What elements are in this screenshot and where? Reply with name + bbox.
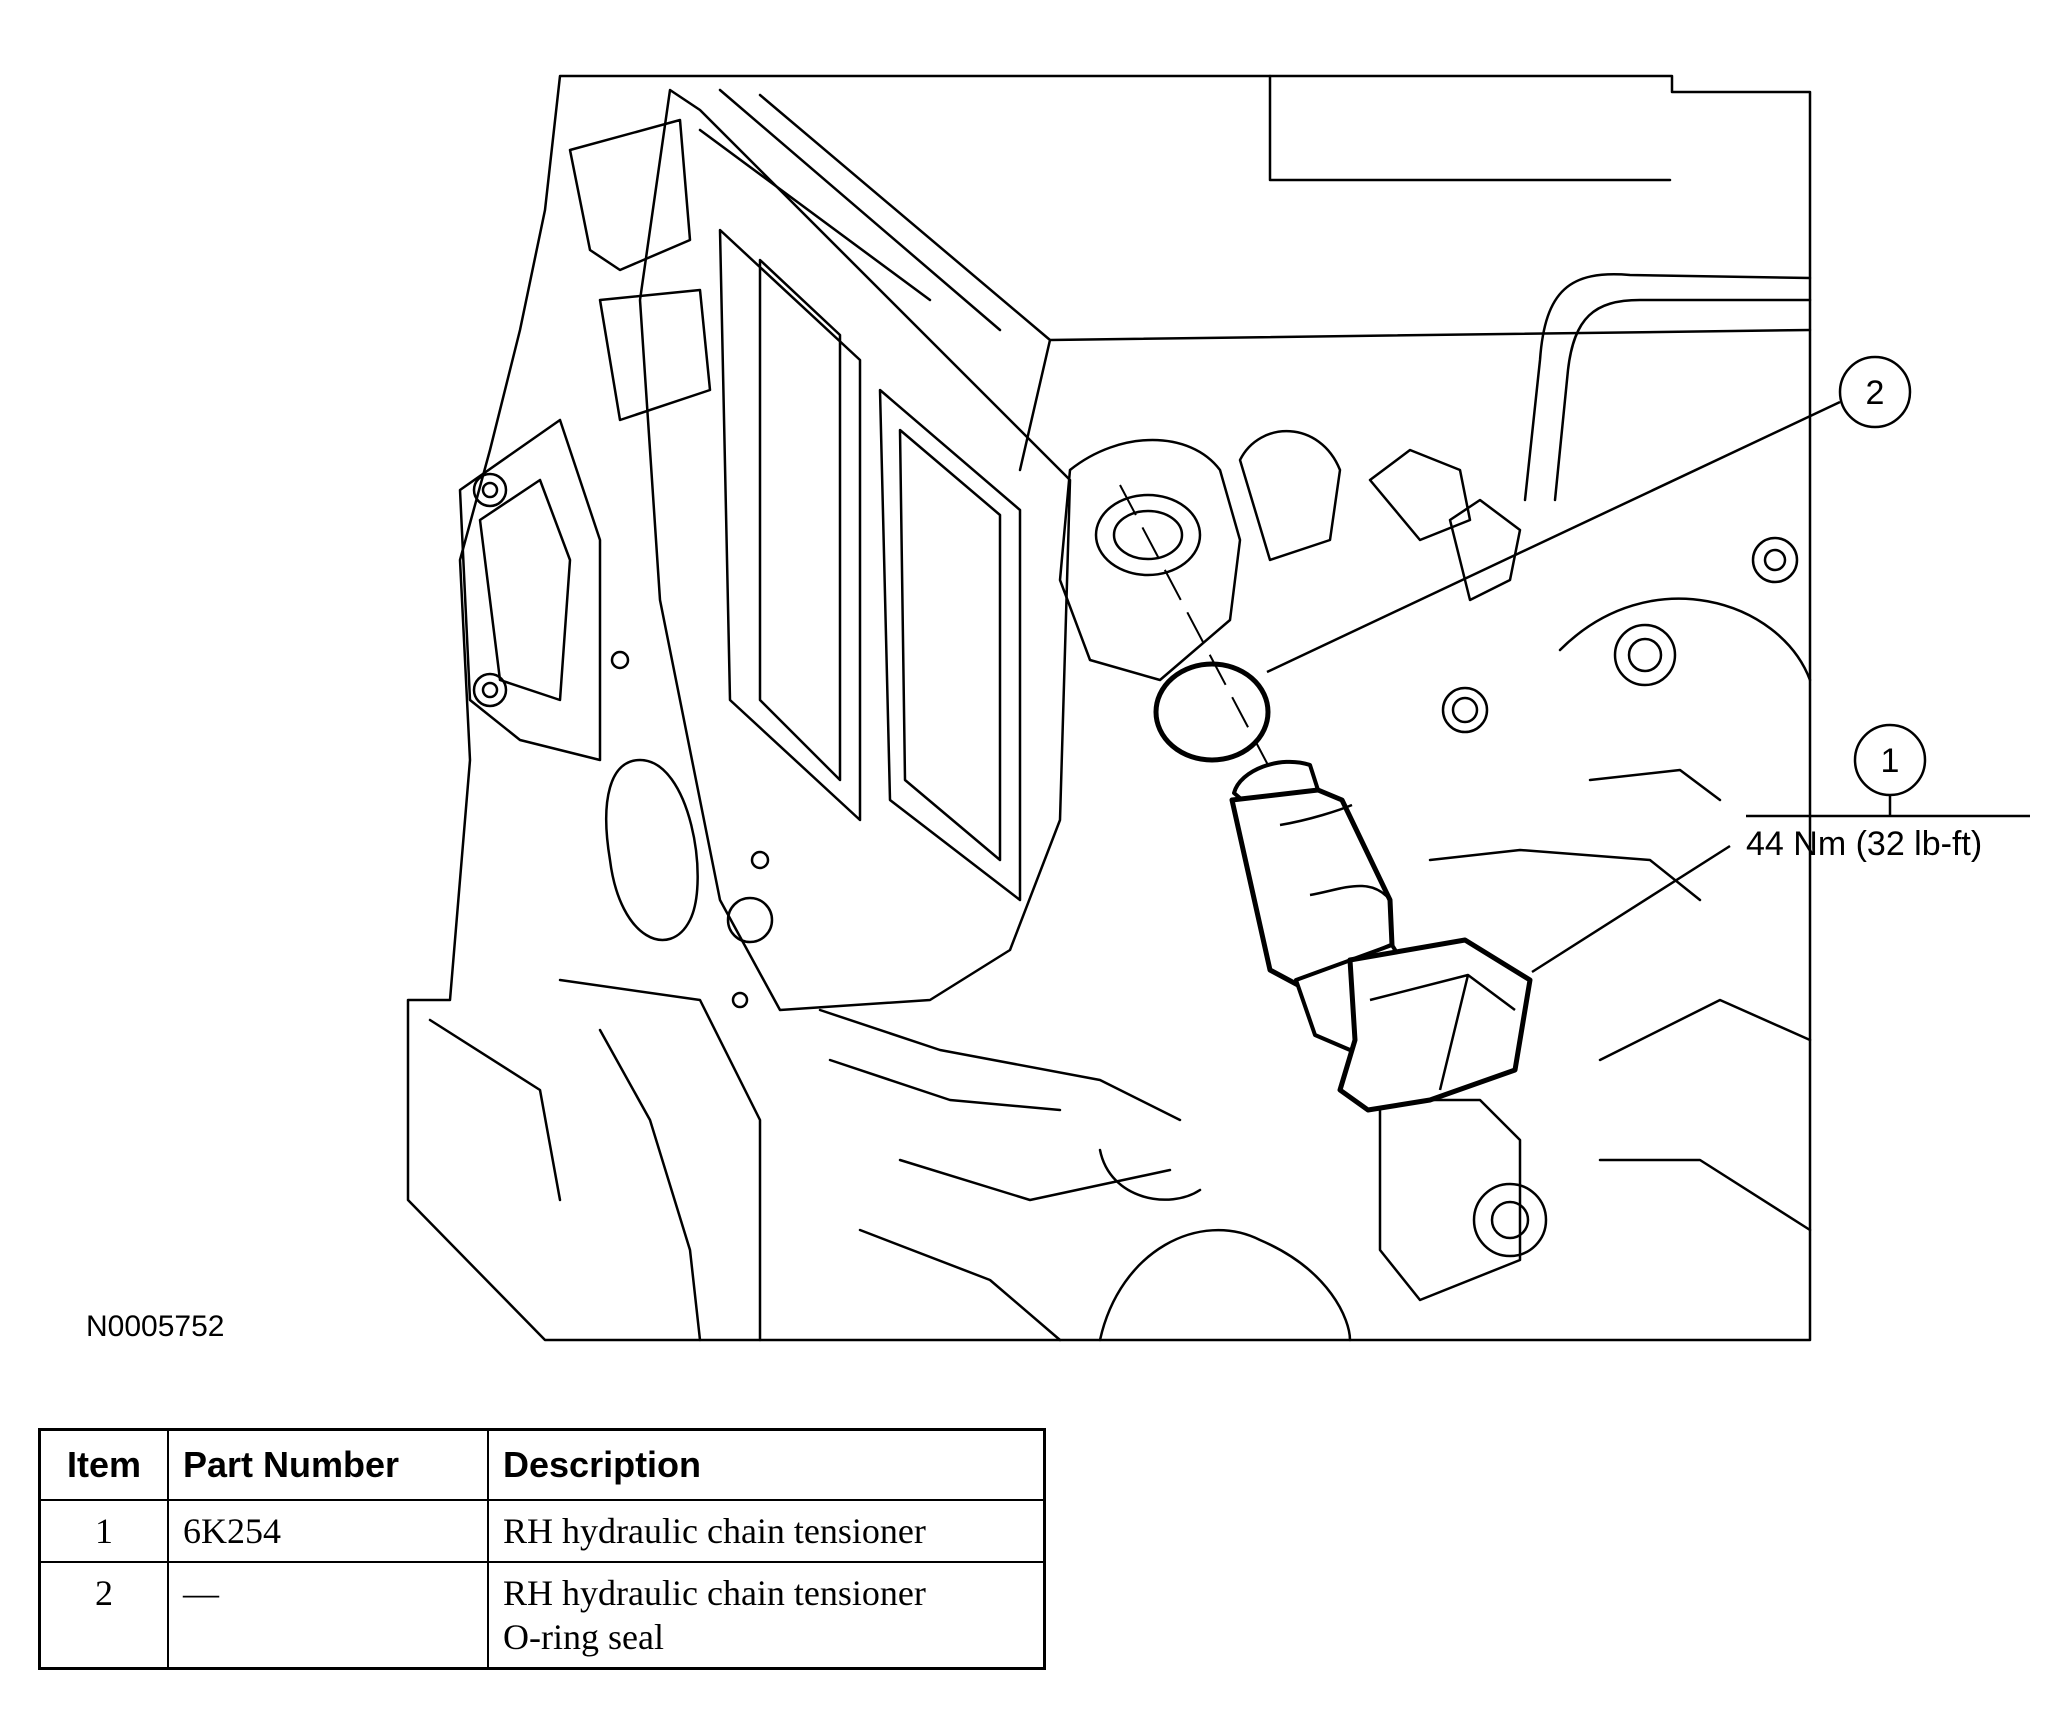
description-line: O-ring seal bbox=[503, 1617, 664, 1657]
column-header-part-number: Part Number bbox=[167, 1428, 489, 1501]
left-bracket bbox=[458, 418, 602, 762]
column-header-item: Item bbox=[38, 1428, 169, 1501]
cover-opening bbox=[605, 758, 699, 942]
timing-cover-ribs bbox=[718, 228, 1022, 902]
engine-illustration: 2 1 44 Nm (32 lb-ft) bbox=[406, 74, 2030, 1342]
table-row: 1 6K254 RH hydraulic chain tensioner bbox=[38, 1499, 1046, 1563]
parts-table: Item Part Number Description 1 6K254 RH … bbox=[38, 1428, 1046, 1670]
exploded-centerline bbox=[1119, 484, 1269, 766]
callout-2-leader bbox=[1266, 400, 1841, 674]
description-cell: RH hydraulic chain tensioner O-ring seal bbox=[487, 1561, 1046, 1670]
engine-block-outline bbox=[406, 74, 1812, 1342]
part-number-cell: — bbox=[167, 1561, 489, 1670]
callout-2-circle bbox=[1838, 355, 1912, 429]
callout-1-number: 1 bbox=[1881, 742, 1900, 780]
tensioner-bore-boss bbox=[1058, 438, 1242, 682]
table-header-row: Item Part Number Description bbox=[38, 1428, 1046, 1501]
hydraulic-chain-tensioner bbox=[1229, 759, 1533, 1113]
part-number-cell: 6K254 bbox=[167, 1499, 489, 1563]
cylinder-head bbox=[758, 74, 1812, 472]
callout-2-number: 2 bbox=[1866, 374, 1885, 412]
timing-cover bbox=[638, 88, 1072, 1012]
vent-tube bbox=[1523, 273, 1812, 502]
tensioner-bore bbox=[1094, 493, 1202, 577]
description-cell: RH hydraulic chain tensioner bbox=[487, 1499, 1046, 1563]
description-line: RH hydraulic chain tensioner bbox=[503, 1511, 926, 1551]
callout-1-leader bbox=[1531, 844, 1731, 974]
table-row: 2 — RH hydraulic chain tensioner O-ring … bbox=[38, 1561, 1046, 1670]
item-cell: 2 bbox=[38, 1561, 169, 1670]
figure-id: N0005752 bbox=[86, 1310, 225, 1343]
item-cell: 1 bbox=[38, 1499, 169, 1563]
description-line: RH hydraulic chain tensioner bbox=[503, 1573, 926, 1613]
o-ring-seal bbox=[1153, 661, 1271, 763]
column-header-description: Description bbox=[487, 1428, 1046, 1501]
torque-spec-label: 44 Nm (32 lb-ft) bbox=[1746, 825, 1982, 863]
